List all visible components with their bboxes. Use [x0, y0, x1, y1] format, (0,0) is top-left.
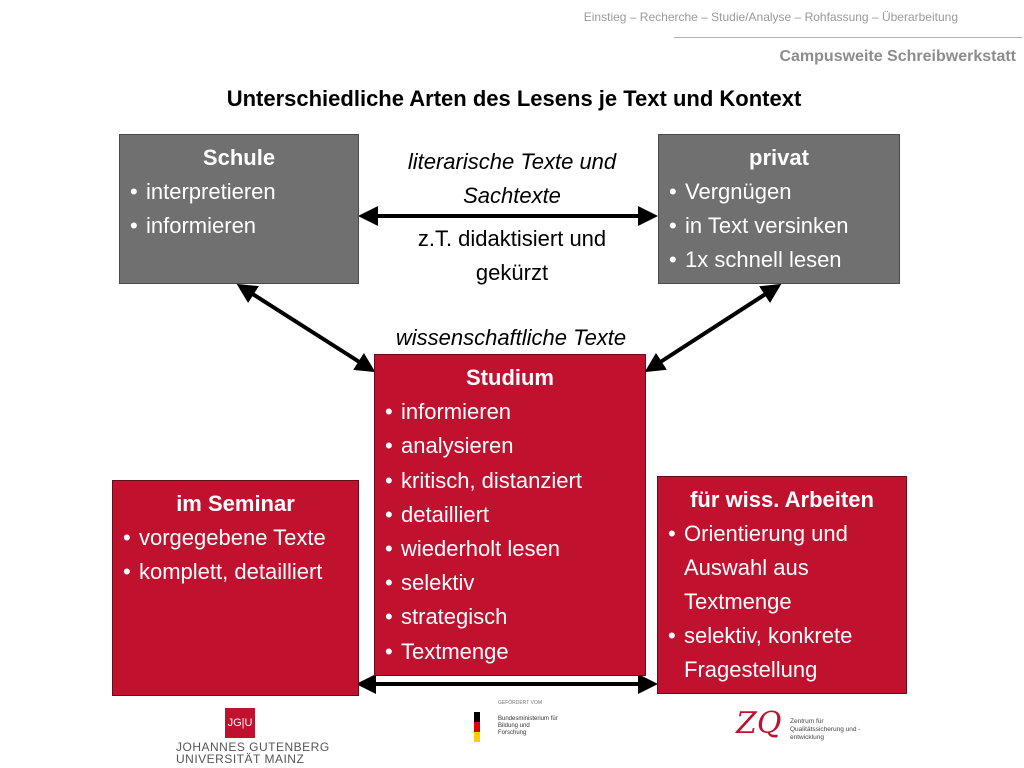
privat-box: privat Vergnügen in Text versinken 1x sc…	[658, 134, 900, 284]
privat-item: in Text versinken	[667, 209, 891, 243]
jgu-logo-line1: JOHANNES GUTENBERG	[176, 740, 330, 754]
studium-item: Textmenge	[383, 635, 637, 669]
wiss-arbeiten-box: für wiss. Arbeiten Orientierung und Ausw…	[657, 476, 907, 694]
bmbf-funding-note: GEFÖRDERT VOM	[498, 700, 542, 706]
wiss-arbeiten-title: für wiss. Arbeiten	[690, 487, 874, 512]
arrow-privat-studium	[644, 283, 782, 373]
studium-box: Studium informieren analysieren kritisch…	[374, 354, 646, 676]
label-wissenschaftliche-texte: wissenschaftliche Texte	[395, 325, 627, 350]
arrow-schule-studium	[236, 283, 376, 373]
studium-item: wiederholt lesen	[383, 532, 637, 566]
studium-title: Studium	[466, 365, 554, 390]
privat-item: 1x schnell lesen	[667, 243, 891, 277]
schule-item: interpretieren	[128, 175, 350, 209]
seminar-title: im Seminar	[176, 491, 295, 516]
seminar-item: komplett, detailliert	[121, 555, 350, 589]
jgu-logo: JG|U	[225, 708, 255, 738]
studium-item: detailliert	[383, 498, 637, 532]
privat-item: Vergnügen	[667, 175, 891, 209]
schule-box: Schule interpretieren informieren	[119, 134, 359, 284]
page-title: Unterschiedliche Arten des Lesens je Tex…	[226, 86, 802, 111]
wiss-arbeiten-item: Orientierung und Auswahl aus Textmenge	[666, 517, 898, 619]
jgu-logo-line2: UNIVERSITÄT MAINZ	[176, 752, 305, 766]
schule-title: Schule	[202, 145, 276, 170]
wiss-arbeiten-item: selektiv, konkrete Fragestellung	[666, 619, 898, 687]
zq-logo-text: Zentrum für Qualitätssicherung und -entw…	[790, 718, 861, 741]
german-flag-icon	[474, 712, 480, 742]
seminar-box: im Seminar vorgegebene Texte komplett, d…	[112, 480, 359, 696]
studium-item: selektiv	[383, 566, 637, 600]
breadcrumb: Einstieg – Recherche – Studie/Analyse – …	[583, 10, 958, 24]
studium-item: informieren	[383, 395, 637, 429]
studium-item: kritisch, distanziert	[383, 464, 637, 498]
privat-title: privat	[749, 145, 809, 170]
label-didaktisiert: z.T. didaktisiert und gekürzt	[417, 226, 607, 285]
seminar-item: vorgegebene Texte	[121, 521, 350, 555]
label-literarische-texte: literarische Texte und Sachtexte	[407, 149, 617, 208]
workshop-title: Campusweite Schreibwerkstatt	[779, 48, 1016, 65]
header-divider	[674, 37, 1022, 38]
schule-item: informieren	[128, 209, 350, 243]
zq-logo: ZQ	[736, 706, 782, 741]
studium-item: strategisch	[383, 600, 637, 634]
bmbf-logo-text: Bundesministerium für Bildung und Forsch…	[498, 716, 558, 736]
studium-item: analysieren	[383, 429, 637, 463]
